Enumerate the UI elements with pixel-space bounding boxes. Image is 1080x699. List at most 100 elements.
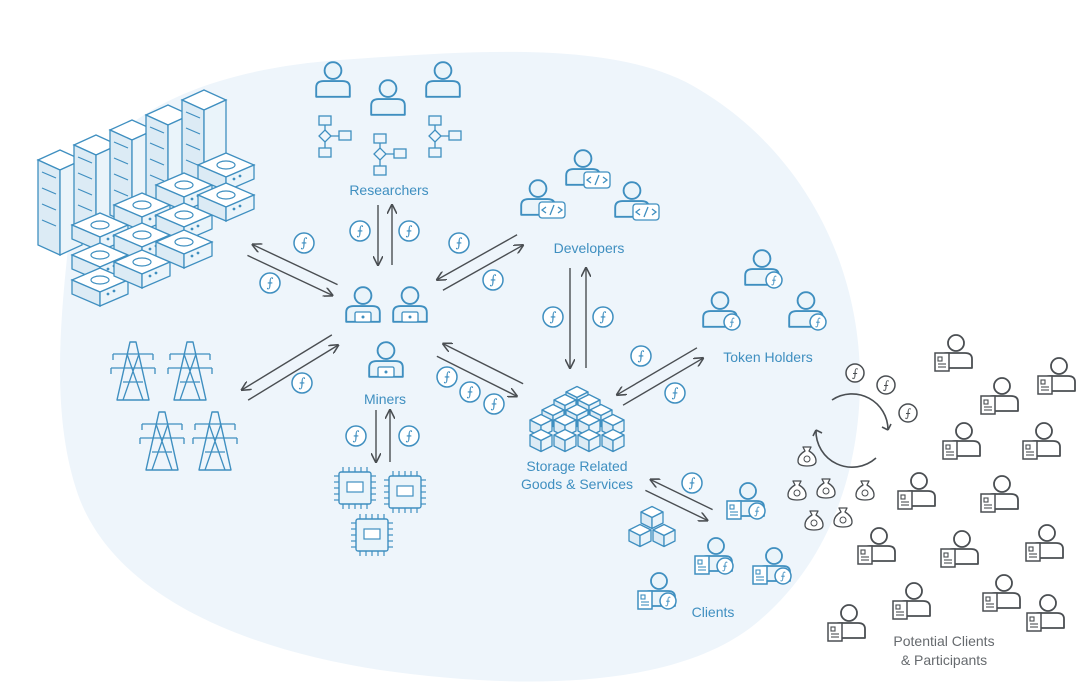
- label-clients: Clients: [692, 604, 735, 620]
- pylon-icon: [167, 341, 213, 401]
- document-icon: [1026, 612, 1042, 632]
- developers-group: [520, 149, 660, 221]
- coin-icon: ⨍: [809, 313, 827, 331]
- clients-group: ⨍ ⨍ ⨍ ⨍: [637, 482, 792, 610]
- chip-icon-group: [334, 467, 426, 556]
- laptop-icon: [377, 366, 395, 378]
- money-bag-icon: [804, 510, 824, 531]
- svg-text:⨍: ⨍: [638, 349, 645, 364]
- money-bag-icon: [855, 480, 875, 501]
- label-storage-line2: Goods & Services: [521, 476, 633, 492]
- svg-text:⨍: ⨍: [771, 274, 777, 286]
- svg-text:⨍: ⨍: [689, 476, 696, 491]
- token-holder-icon: ⨍: [788, 291, 827, 331]
- document-icon: [857, 545, 873, 565]
- svg-text:⨍: ⨍: [467, 385, 474, 400]
- coin-icon: ⨍: [436, 366, 458, 388]
- client-person-icon: [827, 604, 866, 642]
- svg-text:⨍: ⨍: [905, 406, 911, 420]
- svg-text:⨍: ⨍: [665, 595, 671, 607]
- client-person-icon: [1022, 422, 1061, 460]
- svg-text:⨍: ⨍: [600, 310, 607, 325]
- coin-icon: ⨍: [459, 381, 481, 403]
- money-bag-icon: [797, 446, 817, 467]
- person-icon: [370, 79, 406, 116]
- client-person-icon: [980, 377, 1019, 415]
- coin-icon: ⨍: [592, 306, 614, 328]
- svg-text:⨍: ⨍: [852, 366, 858, 380]
- person-icon: [315, 61, 351, 98]
- label-token-holders: Token Holders: [723, 349, 813, 365]
- client-person-icon: [1037, 357, 1076, 395]
- pylon-icon: [110, 341, 156, 401]
- flowchart-icon: [373, 133, 407, 176]
- arrow-pair: [242, 334, 338, 401]
- svg-text:⨍: ⨍: [491, 397, 498, 412]
- svg-text:⨍: ⨍: [883, 378, 889, 392]
- client-person-icon: [1026, 594, 1065, 632]
- svg-text:⨍: ⨍: [353, 429, 360, 444]
- document-icon: [940, 548, 956, 568]
- coin-icon: ⨍: [748, 502, 766, 520]
- flowchart-icon: [318, 115, 352, 158]
- svg-text:⨍: ⨍: [550, 310, 557, 325]
- client-person-icon: ⨍: [694, 537, 734, 575]
- flow-arrows: [242, 205, 713, 520]
- client-person-icon: [897, 472, 936, 510]
- svg-text:⨍: ⨍: [267, 276, 274, 291]
- potential-clients-group: [827, 334, 1076, 642]
- chip-icon: [351, 514, 393, 556]
- coin-icon: ⨍: [845, 363, 865, 383]
- token-holder-icon: ⨍: [702, 291, 741, 331]
- coin-icon: ⨍: [398, 425, 420, 447]
- code-badge-icon: [632, 203, 660, 221]
- arrow-pair: [645, 480, 713, 521]
- coin-icon: ⨍: [659, 592, 677, 610]
- cube-icon: [640, 505, 664, 530]
- miners-group: [345, 286, 428, 378]
- label-storage-line1: Storage Related: [526, 458, 627, 474]
- coin-icon: ⨍: [630, 345, 652, 367]
- document-icon: [726, 500, 742, 520]
- svg-text:⨍: ⨍: [722, 560, 728, 572]
- label-miners: Miners: [364, 391, 406, 407]
- arrow-pair: [617, 347, 703, 406]
- laptop-icon: [401, 311, 419, 323]
- coin-icon: ⨍: [291, 372, 313, 394]
- coin-icon: ⨍: [349, 220, 371, 242]
- coin-icon: ⨍: [345, 425, 367, 447]
- svg-text:⨍: ⨍: [406, 224, 413, 239]
- client-person-icon: [942, 422, 981, 460]
- svg-text:⨍: ⨍: [301, 236, 308, 251]
- server-rack-icon: [36, 89, 256, 307]
- svg-text:⨍: ⨍: [490, 273, 497, 288]
- coin-icon: ⨍: [483, 393, 505, 415]
- chip-icon: [334, 467, 376, 509]
- person-icon: [425, 61, 461, 98]
- money-bag-icon: [787, 480, 807, 501]
- coin-icon: ⨍: [876, 375, 896, 395]
- client-person-icon: ⨍: [752, 547, 792, 585]
- cycle-arrows-icon: ⨍ ⨍ ⨍: [787, 363, 918, 531]
- token-holders-group: ⨍ ⨍ ⨍: [702, 249, 827, 331]
- client-person-icon: [940, 530, 979, 568]
- client-person-icon: [980, 475, 1019, 513]
- svg-text:⨍: ⨍: [299, 376, 306, 391]
- storage-unit-icon: [196, 182, 256, 222]
- coin-icon: ⨍: [681, 472, 703, 494]
- document-icon: [942, 440, 958, 460]
- document-icon: [1037, 375, 1053, 395]
- arrow-pair: [247, 245, 338, 296]
- svg-text:⨍: ⨍: [444, 370, 451, 385]
- document-icon: [752, 565, 768, 585]
- document-icon: [980, 395, 996, 415]
- pylon-icon: [139, 411, 185, 471]
- coin-icon: ⨍: [448, 232, 470, 254]
- svg-text:⨍: ⨍: [456, 236, 463, 251]
- svg-text:⨍: ⨍: [780, 570, 786, 582]
- pylon-icon: [192, 411, 238, 471]
- client-person-icon: [934, 334, 973, 372]
- arrow-pair: [437, 234, 523, 291]
- flowchart-icon: [428, 115, 462, 158]
